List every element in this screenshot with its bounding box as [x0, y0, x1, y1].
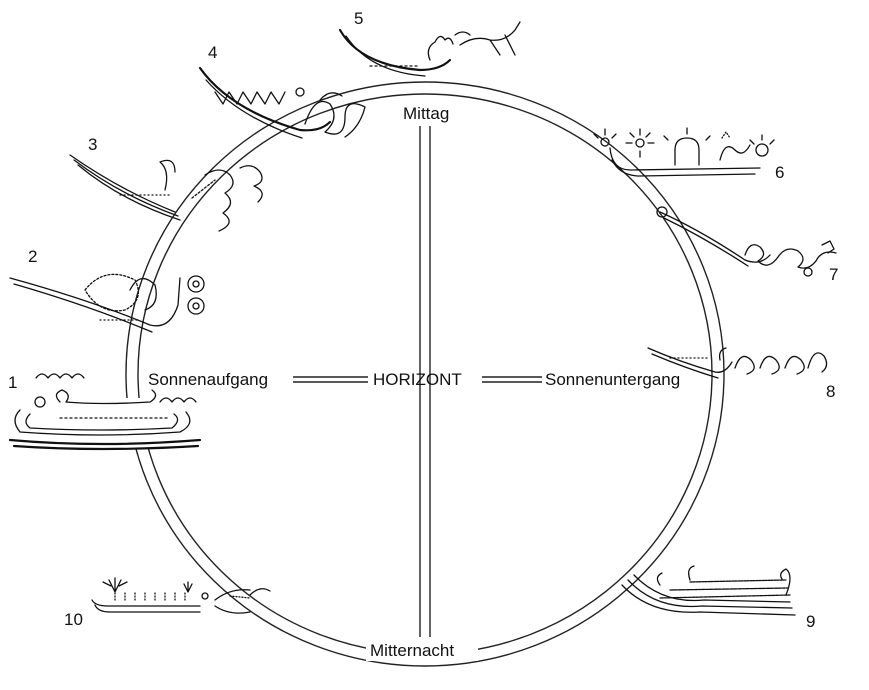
ship-2-drawing	[9, 273, 205, 333]
ship-1-drawing	[8, 373, 202, 451]
label-noon: Mittag	[403, 104, 449, 123]
ship-9-drawing	[621, 565, 796, 616]
meridian-line	[419, 126, 431, 637]
ship-8-drawing	[647, 347, 828, 379]
ship-number-6: 6	[775, 163, 784, 182]
ship-7-drawing	[656, 206, 837, 277]
ship-number-10: 10	[64, 610, 83, 629]
ship-number-5: 5	[354, 9, 363, 28]
ship-number-1: 1	[8, 373, 17, 392]
ship-6-drawing	[593, 127, 775, 177]
ship-4-drawing	[198, 66, 366, 139]
ship-number-4: 4	[208, 43, 217, 62]
ship-number-8: 8	[826, 382, 835, 401]
label-sunset: Sonnenuntergang	[545, 370, 680, 389]
ship-10-drawing	[91, 577, 271, 614]
ship-number-2: 2	[28, 247, 37, 266]
horizon-line	[293, 376, 542, 383]
label-horizon: HORIZONT	[373, 370, 462, 389]
ship-number-3: 3	[88, 135, 97, 154]
ship-3-drawing	[69, 154, 263, 232]
ship-number-7: 7	[829, 265, 838, 284]
ship-5-drawing	[338, 21, 521, 77]
label-midnight: Mitternacht	[370, 641, 454, 660]
label-sunrise: Sonnenaufgang	[148, 370, 268, 389]
ship-number-9: 9	[806, 612, 815, 631]
